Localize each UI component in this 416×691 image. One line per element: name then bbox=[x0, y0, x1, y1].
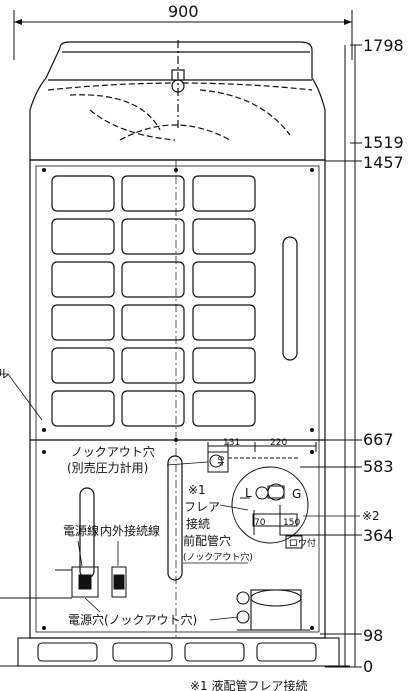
fan-guard bbox=[29, 40, 326, 161]
height-98: 98 bbox=[363, 626, 383, 645]
knockout-label-2: (別売圧力計用) bbox=[67, 460, 148, 475]
height-dimension-lines bbox=[300, 44, 362, 668]
dim-220: 220 bbox=[270, 438, 287, 448]
bottom-note: ※1 液配管フレア接続 bbox=[190, 678, 308, 691]
note1-mark: ※1 bbox=[188, 483, 206, 497]
screw-dots bbox=[42, 168, 314, 630]
flare-label-1: フレア bbox=[184, 500, 220, 514]
valve-g-label: G bbox=[292, 487, 301, 501]
dim-131: 131 bbox=[223, 438, 240, 448]
front-pipe-label-1: 前配管穴 bbox=[183, 533, 231, 548]
dim-40: 40 bbox=[217, 456, 226, 466]
height-0: 0 bbox=[363, 657, 373, 676]
front-pipe-label-2: (ノックアウト穴) bbox=[183, 551, 253, 563]
compressor bbox=[236, 589, 310, 631]
width-value: 900 bbox=[168, 2, 199, 21]
brazed-label: ロウ付 bbox=[289, 538, 316, 549]
power-hole-leader-left bbox=[84, 597, 101, 613]
valve-l-label: L bbox=[245, 486, 252, 500]
height-583: 583 bbox=[363, 457, 394, 476]
height-1457: 1457 bbox=[363, 153, 404, 172]
knockout-label-1: ノックアウト穴 bbox=[71, 444, 155, 459]
cabinet bbox=[29, 159, 326, 639]
power-line-label: 電源線 bbox=[63, 523, 99, 538]
height-364: 364 bbox=[363, 526, 394, 545]
base-frame bbox=[0, 637, 350, 667]
power-line-leader bbox=[77, 540, 83, 567]
gauge-knockout bbox=[207, 442, 320, 473]
inner-outer-line-label: 内外接続線 bbox=[100, 523, 160, 538]
terminal-blocks bbox=[0, 566, 127, 599]
left-leaders bbox=[0, 373, 43, 421]
power-hole-label: 電源穴(ノックアウト穴) bbox=[68, 612, 197, 627]
dim-70: 70 bbox=[254, 518, 266, 528]
width-dimension bbox=[13, 10, 353, 60]
valve-assembly bbox=[231, 466, 309, 549]
height-1798: 1798 bbox=[363, 36, 404, 55]
note2-mark: ※2 bbox=[362, 509, 380, 523]
knockout-leader bbox=[166, 461, 209, 466]
flare-label-2: 接続 bbox=[186, 516, 210, 531]
power-hole-leader-right bbox=[209, 616, 239, 621]
height-667: 667 bbox=[363, 430, 394, 449]
height-1519: 1519 bbox=[363, 133, 404, 152]
dim-150: 150 bbox=[283, 518, 300, 528]
air-grille bbox=[51, 175, 298, 427]
left-partial-label: ル bbox=[0, 367, 9, 381]
flare-leader bbox=[219, 504, 249, 511]
